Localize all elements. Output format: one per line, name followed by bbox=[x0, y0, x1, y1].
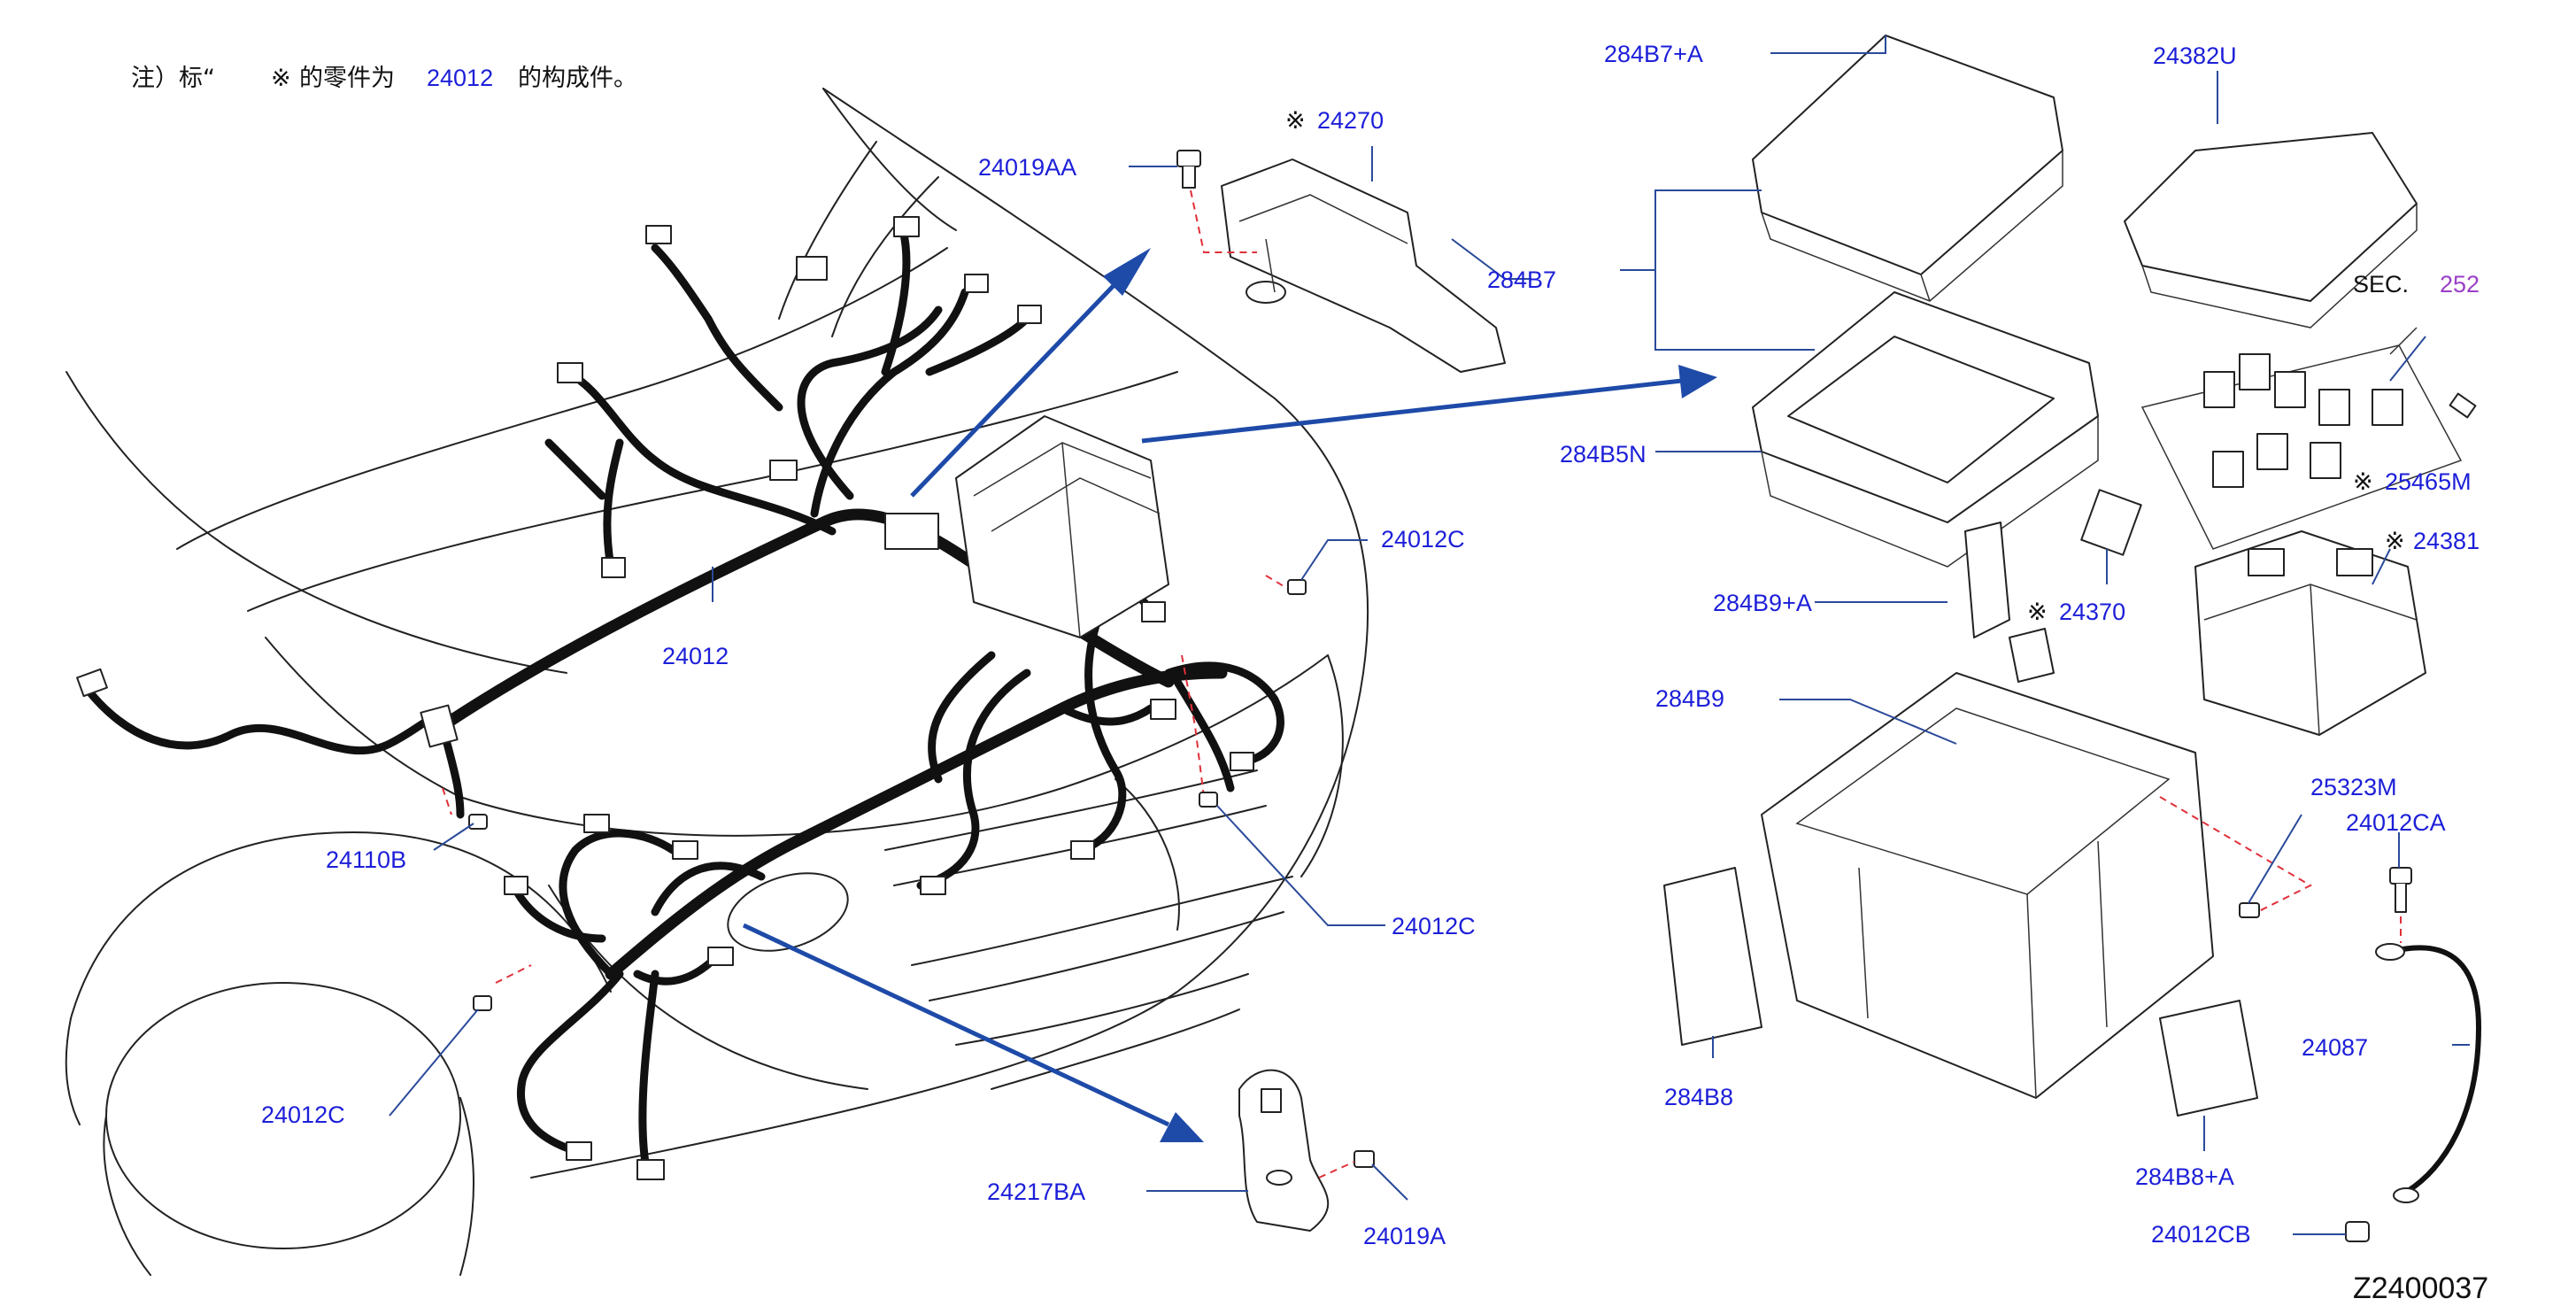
label-284B7[interactable]: 284B7 bbox=[1487, 267, 1556, 293]
label-24217BA[interactable]: 24217BA bbox=[987, 1179, 1085, 1205]
bracket-24270 bbox=[1221, 158, 1506, 373]
ground-strap-24087 bbox=[2345, 867, 2481, 1242]
cover-284B8A bbox=[2159, 1000, 2258, 1117]
label-24012[interactable]: 24012 bbox=[662, 643, 729, 669]
lower-box-284B9 bbox=[1761, 628, 2214, 1099]
label-24012C-mid[interactable]: 24012C bbox=[1392, 913, 1476, 939]
mark-25465M: ※ bbox=[2353, 468, 2373, 495]
label-24087[interactable]: 24087 bbox=[2302, 1034, 2368, 1061]
note-prefix: 注）标“ bbox=[131, 65, 215, 92]
bolt-24019AA bbox=[1176, 150, 1257, 253]
note-symbol: ※ bbox=[271, 65, 291, 92]
dash-24012C-upper bbox=[1265, 575, 1289, 590]
bracket-24217BA bbox=[1238, 1069, 1375, 1232]
bolt-24110B bbox=[468, 814, 488, 830]
bolt-25323M bbox=[2159, 796, 2313, 918]
label-284B7A[interactable]: 284B7+A bbox=[1604, 41, 1703, 67]
bolt-24012C-upper bbox=[1287, 579, 1307, 595]
sec-label: SEC. bbox=[2353, 271, 2409, 298]
relay-24370 bbox=[2080, 489, 2142, 556]
callout-arrows bbox=[742, 248, 1717, 1142]
label-24270[interactable]: 24270 bbox=[1317, 107, 1384, 134]
relay-group-252 bbox=[2140, 327, 2477, 550]
label-24012C-lower[interactable]: 24012C bbox=[261, 1101, 345, 1128]
vehicle-body-outline bbox=[65, 88, 1369, 1276]
engine-room-harness-24012[interactable] bbox=[84, 226, 1284, 1173]
diagram-code: Z2400037 bbox=[2353, 1271, 2488, 1305]
label-24019AA[interactable]: 24019AA bbox=[978, 154, 1076, 181]
mark-24381: ※ bbox=[2385, 528, 2405, 554]
harness-connectors bbox=[76, 216, 1254, 1180]
label-leaders bbox=[389, 35, 2470, 1235]
header-note: 注）标“ ※ 的零件为 24012 的构成件。 bbox=[131, 65, 637, 92]
part-labels: 284B7+A 24382U 24019AA ※ 24270 284B7 284… bbox=[261, 41, 2488, 1305]
note-middle: 的零件为 bbox=[299, 65, 395, 92]
frame-284B5N bbox=[1752, 291, 2099, 568]
bolt-24012C-lower bbox=[473, 995, 492, 1011]
cover-284B8 bbox=[1663, 867, 1762, 1046]
label-284B8A[interactable]: 284B8+A bbox=[2135, 1163, 2234, 1190]
label-24012C-upper[interactable]: 24012C bbox=[1381, 526, 1465, 553]
label-24012CA[interactable]: 24012CA bbox=[2346, 809, 2446, 836]
label-24370[interactable]: 24370 bbox=[2059, 599, 2125, 625]
label-284B9A[interactable]: 284B9+A bbox=[1713, 590, 1812, 616]
engine-room-box bbox=[884, 415, 1169, 638]
label-284B9[interactable]: 284B9 bbox=[1655, 685, 1724, 712]
label-24019A[interactable]: 24019A bbox=[1363, 1223, 1446, 1249]
sec-number[interactable]: 252 bbox=[2440, 271, 2480, 298]
fuse-block-24381 bbox=[2194, 530, 2426, 736]
mark-24370: ※ bbox=[2027, 599, 2048, 625]
label-284B8[interactable]: 284B8 bbox=[1664, 1084, 1733, 1110]
mark-24270: ※ bbox=[1285, 107, 1306, 134]
label-24382U[interactable]: 24382U bbox=[2153, 43, 2237, 69]
cover-284B7A bbox=[1752, 35, 2063, 302]
label-24110B[interactable]: 24110B bbox=[326, 846, 406, 873]
cover-24382U bbox=[2124, 132, 2418, 328]
cover-284B9A bbox=[1964, 522, 2010, 638]
label-25323M[interactable]: 25323M bbox=[2310, 774, 2397, 800]
label-284B5N[interactable]: 284B5N bbox=[1560, 441, 1647, 468]
dash-24012C-lower bbox=[495, 964, 532, 984]
bolt-24012C-mid bbox=[1199, 792, 1218, 808]
dash-24110B bbox=[442, 787, 452, 815]
label-24381[interactable]: 24381 bbox=[2413, 528, 2480, 554]
note-part-number[interactable]: 24012 bbox=[427, 65, 493, 91]
label-25465M[interactable]: 25465M bbox=[2385, 468, 2472, 495]
note-suffix: 的构成件。 bbox=[518, 65, 637, 92]
label-24012CB[interactable]: 24012CB bbox=[2151, 1221, 2251, 1248]
